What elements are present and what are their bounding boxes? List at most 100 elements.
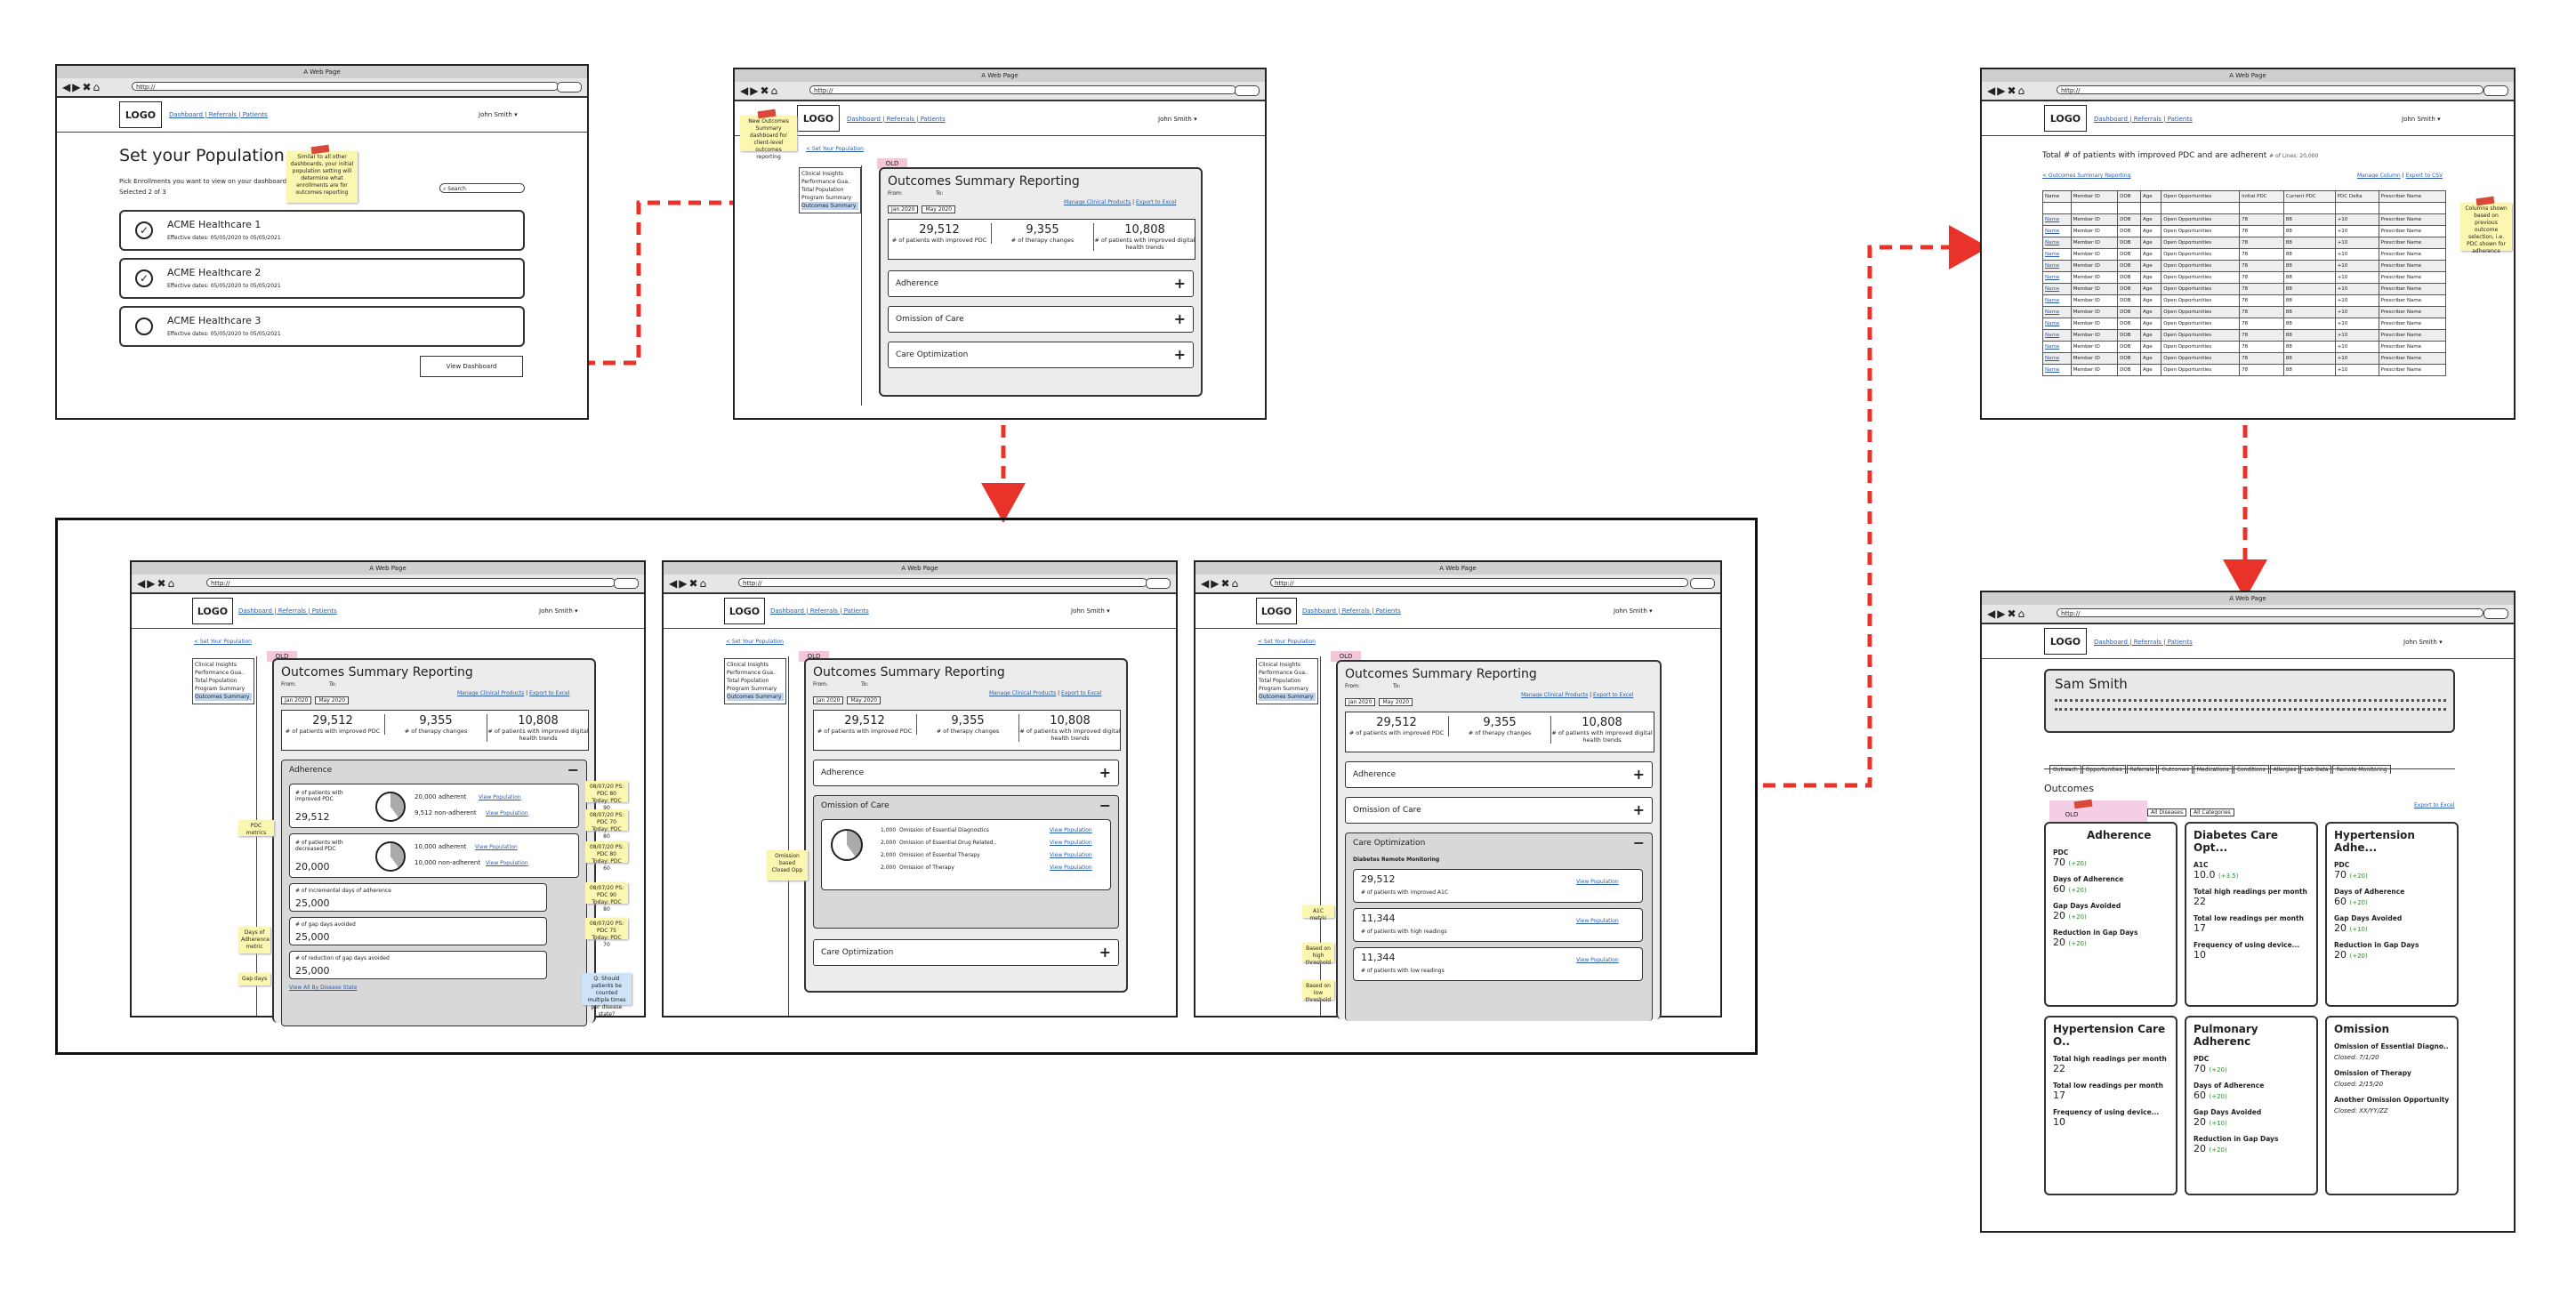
check-icon[interactable]: ✓	[135, 269, 153, 287]
page-title: Set your Population	[119, 146, 285, 165]
adherence-expanded: Adherence − # of patients with improved …	[281, 760, 587, 1026]
filter-cell[interactable]	[2334, 202, 2379, 214]
view-dashboard-button[interactable]: View Dashboard	[420, 356, 523, 377]
plus-icon: +	[1173, 346, 1186, 363]
screen-adherence-expanded: A Web Page ◀▶✖⌂http:// LOGO Dashboard | …	[130, 560, 646, 1026]
browser-search-pill[interactable]	[557, 82, 582, 92]
table-title: Total # of patients with improved PDC an…	[2042, 151, 2267, 160]
filter-cell[interactable]	[2282, 202, 2336, 214]
manage-products-link[interactable]: Manage Clinical Products	[1064, 199, 1131, 205]
member-name: Sam Smith	[2055, 676, 2128, 692]
user-menu[interactable]: John Smith ▾	[1158, 116, 1197, 123]
plus-icon: +	[1099, 944, 1111, 961]
window-title: A Web Page	[57, 66, 587, 79]
outcome-card: Hypertension Care O..Total high readings…	[2044, 1016, 2178, 1195]
table-header[interactable]: Current PDC	[2282, 190, 2336, 203]
minus-icon[interactable]: −	[1632, 834, 1645, 851]
member-header: Sam Smith	[2044, 669, 2455, 733]
pie-chart-icon	[831, 829, 863, 861]
table-header[interactable]: Prescriber Name	[2378, 190, 2447, 203]
panel-title: Outcomes Summary Reporting	[888, 174, 1080, 189]
filter-cell[interactable]	[2378, 202, 2447, 214]
enrollment-item-1[interactable]: ✓ ACME Healthcare 1 Effective dates: 05/…	[119, 210, 525, 251]
table-header[interactable]: Age	[2139, 190, 2162, 203]
omission-expanded: Omission of Care − 1,000 Omission of Ess…	[813, 795, 1119, 929]
old-tag: OLD	[877, 158, 907, 169]
export-excel-link[interactable]: Export to Excel	[1136, 199, 1177, 205]
accordion-omission[interactable]: Omission of Care+	[888, 306, 1194, 333]
from-select[interactable]: Jan 2020	[888, 205, 919, 213]
disease-filter[interactable]: All Diseases	[2147, 808, 2187, 816]
table-header[interactable]: DOB	[2117, 190, 2141, 203]
filter-cell[interactable]	[2042, 202, 2072, 214]
plus-icon: +	[1173, 310, 1186, 327]
table-header[interactable]: Member ID	[2070, 190, 2119, 203]
radio-empty-icon[interactable]	[135, 318, 153, 335]
outcomes-panel: Outcomes Summary Reporting From: To: Jan…	[879, 167, 1203, 397]
filter-cell[interactable]	[2117, 202, 2141, 214]
minus-icon[interactable]: −	[567, 761, 579, 778]
screen-care-opt-expanded: A Web Page ◀▶✖⌂http:// LOGO Dashboard | …	[1194, 560, 1722, 1021]
enrollment-item-2[interactable]: ✓ ACME Healthcare 2 Effective dates: 05/…	[119, 258, 525, 299]
screen-set-population: A Web Page ◀▶✖⌂ http:// LOGO Dashboard |…	[55, 64, 589, 420]
outcomes-panel: Outcomes Summary Reporting From: To: Jan…	[272, 658, 596, 1026]
to-select[interactable]: May 2020	[922, 205, 956, 213]
table-header[interactable]: Name	[2042, 190, 2072, 203]
arrow-details-to-table	[1763, 225, 1989, 788]
url-bar[interactable]: http://	[132, 82, 559, 91]
accordion-adherence[interactable]: Adherence+	[888, 270, 1194, 297]
nav-links[interactable]: Dashboard | Referrals | Patients	[169, 111, 268, 118]
table-header[interactable]: Initial PDC	[2239, 190, 2284, 203]
page-subtitle: Pick Enrollments you want to view on you…	[119, 178, 287, 185]
plus-icon: +	[1173, 275, 1186, 292]
filter-cell[interactable]	[2239, 202, 2284, 214]
browser-nav-icons[interactable]: ◀▶✖⌂	[62, 81, 102, 93]
decreased-pdc-row: # of patients with decreased PDC 20,000 …	[289, 833, 579, 878]
user-menu[interactable]: John Smith ▾	[479, 111, 518, 118]
plus-icon: +	[1632, 801, 1645, 818]
check-icon[interactable]: ✓	[135, 221, 153, 239]
improved-pdc-row: # of patients with improved PDC 29,512 2…	[289, 784, 579, 828]
plus-icon: +	[1099, 764, 1111, 781]
filter-cell[interactable]	[2139, 202, 2162, 214]
screen-outcomes-summary: A Web Page ◀▶✖⌂http:// LOGO Dashboard | …	[733, 68, 1267, 420]
category-filter[interactable]: All Categories	[2190, 808, 2234, 816]
table-header[interactable]: PDC Delta	[2334, 190, 2379, 203]
logo: LOGO	[119, 101, 162, 128]
url-bar[interactable]: http://	[809, 85, 1236, 94]
nav-links[interactable]: Dashboard | Referrals | Patients	[847, 116, 946, 123]
note-population: Similar to all other dashboards, your in…	[286, 151, 358, 203]
browser-nav-icons[interactable]: ◀▶✖⌂	[740, 84, 780, 97]
minus-icon[interactable]: −	[1099, 797, 1111, 814]
logo: LOGO	[797, 105, 840, 132]
note-new-dashboard: New Outcomes Summary dashboard for clien…	[740, 116, 797, 160]
browser-nav-icons[interactable]: ◀▶✖⌂	[137, 577, 177, 590]
filter-cell[interactable]	[2070, 202, 2119, 214]
filter-cell[interactable]	[2161, 202, 2241, 214]
screen-patient-table: A Web Page ◀▶✖⌂http:// LOGO Dashboard | …	[1980, 68, 2516, 420]
search-input[interactable]: ⌕ Search	[439, 183, 525, 193]
enrollment-item-3[interactable]: ACME Healthcare 3 Effective dates: 05/05…	[119, 306, 525, 347]
plus-icon: +	[1632, 766, 1645, 783]
table-header[interactable]: Open Opportunities	[2161, 190, 2241, 203]
accordion-care-opt[interactable]: Care Optimization+	[888, 342, 1194, 368]
back-link[interactable]: < Set Your Population	[806, 146, 864, 152]
